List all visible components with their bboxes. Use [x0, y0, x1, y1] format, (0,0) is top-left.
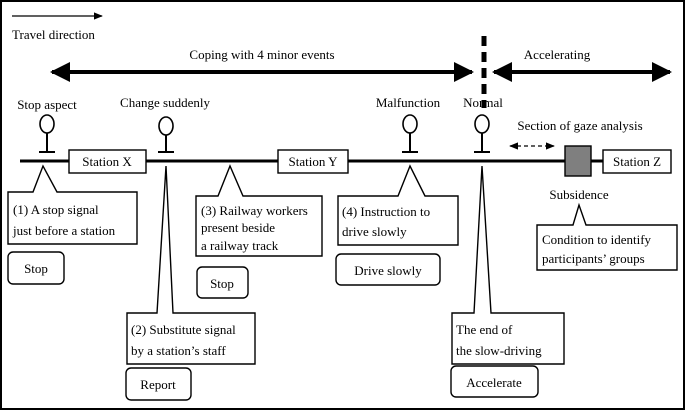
response-report: Report — [140, 377, 176, 392]
callout-condition — [536, 202, 678, 271]
station-y-box — [277, 149, 349, 174]
callout-2-line-2: by a station’s staff — [131, 343, 226, 358]
response-drive-slowly-box — [335, 253, 441, 286]
callout-1-line-2: just before a station — [12, 223, 116, 238]
station-x-box — [68, 149, 147, 174]
travel-direction-label: Travel direction — [12, 27, 95, 42]
subsidence-block — [564, 145, 592, 177]
callout-4-line-2: drive slowly — [342, 224, 407, 239]
callout-3-line-2: present beside — [201, 220, 275, 235]
signal-label-change-suddenly: Change suddenly — [120, 95, 210, 110]
callout-3-line-1: (3) Railway workers — [201, 203, 308, 218]
signal-normal-icon — [474, 114, 490, 153]
signal-label-stop-aspect: Stop aspect — [17, 97, 77, 112]
coping-label: Coping with 4 minor events — [189, 47, 334, 62]
callout-railway-workers — [195, 164, 323, 257]
signal-change-suddenly-icon — [158, 116, 174, 153]
response-stop-2: Stop — [210, 276, 234, 291]
signal-label-normal: Normal — [463, 95, 503, 110]
response-report-box — [125, 367, 192, 401]
gaze-section-label: Section of gaze analysis — [517, 118, 642, 133]
response-stop-2-box — [196, 266, 249, 299]
station-z-label: Station Z — [613, 154, 661, 169]
callout-substitute-signal — [126, 165, 256, 365]
callout-3-line-3: a railway track — [201, 238, 279, 253]
response-stop-1: Stop — [24, 261, 48, 276]
response-stop-1-box — [7, 251, 65, 285]
callout-drive-slowly-instruction — [337, 164, 459, 246]
response-drive-slowly: Drive slowly — [354, 263, 422, 278]
station-z-box — [602, 149, 672, 174]
callout-end-slow-driving — [451, 165, 565, 365]
callout-2-line-1: (2) Substitute signal — [131, 322, 236, 337]
callout-4-line-1: (4) Instruction to — [342, 204, 430, 219]
callout-condition-line-2: participants’ groups — [542, 251, 645, 266]
station-x-label: Station X — [82, 154, 132, 169]
signal-stop-aspect-icon — [39, 114, 55, 153]
subsidence-label: Subsidence — [549, 187, 608, 202]
callout-condition-line-1: Condition to identify — [542, 232, 652, 247]
response-accelerate: Accelerate — [466, 375, 522, 390]
station-y-label: Station Y — [289, 154, 339, 169]
accelerating-label: Accelerating — [524, 47, 591, 62]
callout-end-line-2: the slow-driving — [456, 343, 542, 358]
callout-stop-signal — [7, 164, 138, 245]
response-accelerate-box — [450, 365, 539, 398]
callout-1-line-1: (1) A stop signal — [13, 202, 99, 217]
callout-end-line-1: The end of — [456, 322, 513, 337]
signal-malfunction-icon — [402, 114, 418, 153]
signal-label-malfunction: Malfunction — [376, 95, 441, 110]
